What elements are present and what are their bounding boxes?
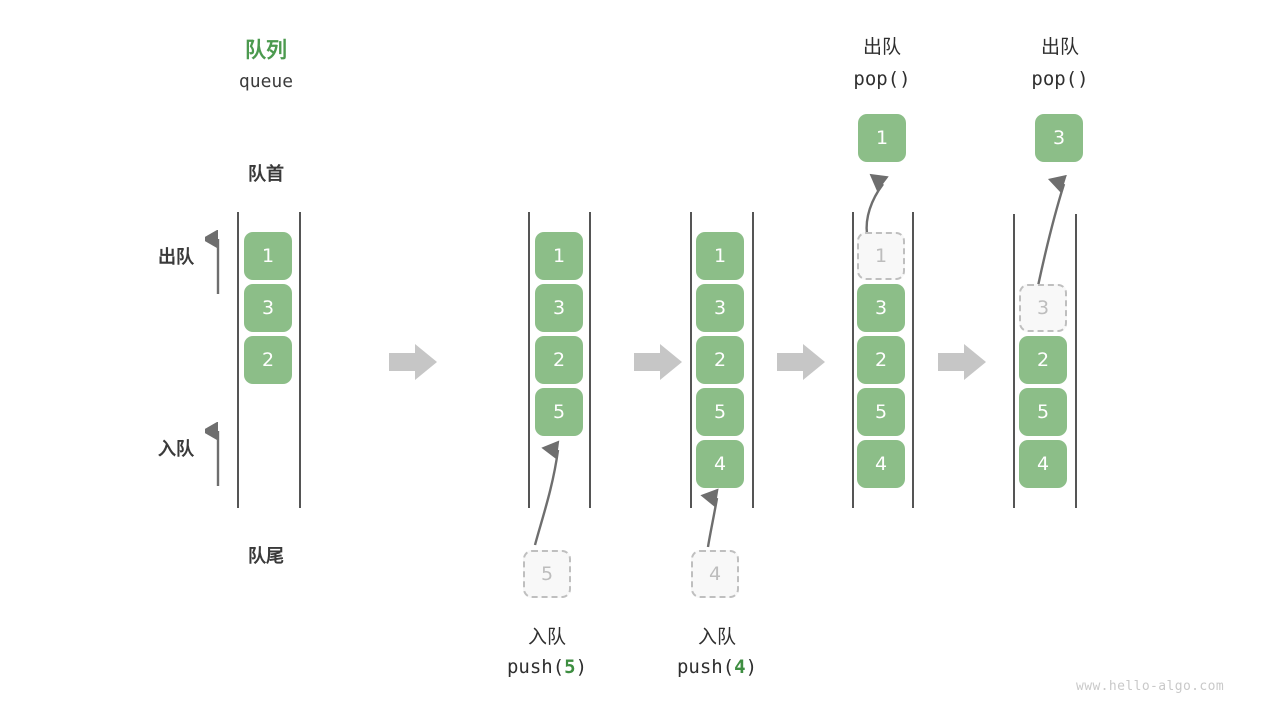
queue-cell: 5 [696, 388, 744, 436]
rail-left [1013, 214, 1015, 508]
queue-cell: 1 [535, 232, 583, 280]
rail-left [528, 212, 530, 508]
queue-cell: 2 [696, 336, 744, 384]
pop-arrow-icon [865, 173, 889, 235]
queue-cell: 5 [1019, 388, 1067, 436]
op-code-prefix: push( [506, 656, 565, 678]
push-arrow-icon [700, 488, 719, 548]
rail-right [1075, 214, 1077, 508]
queue-rear-label: 队尾 [248, 546, 284, 567]
queue-cell: 1 [244, 232, 292, 280]
popped-cell: 3 [1035, 114, 1083, 162]
queue-cell: 2 [857, 336, 905, 384]
rail-right [752, 212, 754, 508]
op-code-suffix: ) [575, 656, 588, 678]
enqueue-direction-arrow-icon [205, 422, 220, 486]
step-arrow-1-icon [389, 344, 437, 380]
step-4-op-label: 出队 [862, 36, 901, 58]
queue-front-label: 队首 [248, 164, 284, 185]
op-code-arg: 4 [734, 656, 746, 678]
enqueue-direction-label: 入队 [158, 439, 194, 460]
step-5-op-code: pop() [1031, 68, 1089, 90]
diagram-title-cn: 队列 [245, 38, 287, 62]
step-arrow-2-icon [634, 344, 682, 380]
incoming-ghost-cell: 4 [691, 550, 739, 598]
step-5-op-label: 出队 [1040, 36, 1079, 58]
queue-cell: 4 [1019, 440, 1067, 488]
queue-cell: 3 [857, 284, 905, 332]
vacated-ghost-cell: 3 [1019, 284, 1067, 332]
rail-right [589, 212, 591, 508]
step-4-op-code: pop() [853, 68, 911, 90]
op-code-arg: 5 [564, 656, 576, 678]
vacated-ghost-cell: 1 [857, 232, 905, 280]
queue-cell: 3 [244, 284, 292, 332]
popped-cell: 1 [858, 114, 906, 162]
step-2-op-code: push(5) [487, 656, 607, 678]
rail-right [299, 212, 301, 508]
op-code-suffix: ) [745, 656, 758, 678]
step-2-op-label: 入队 [527, 626, 566, 648]
rail-left [237, 212, 239, 508]
queue-cell: 5 [857, 388, 905, 436]
site-watermark: www.hello-algo.com [1076, 679, 1225, 694]
step-arrow-3-icon [777, 344, 825, 380]
queue-cell: 2 [244, 336, 292, 384]
queue-cell-new: 5 [535, 388, 583, 436]
queue-cell: 2 [535, 336, 583, 384]
queue-cell: 4 [857, 440, 905, 488]
queue-cell-new: 4 [696, 440, 744, 488]
queue-cell: 3 [696, 284, 744, 332]
rail-left [852, 212, 854, 508]
queue-cell: 1 [696, 232, 744, 280]
dequeue-direction-label: 出队 [158, 247, 194, 268]
queue-cell: 3 [535, 284, 583, 332]
dequeue-direction-arrow-icon [205, 230, 220, 294]
step-3-op-label: 入队 [697, 626, 736, 648]
diagram-title-en: queue [238, 71, 294, 92]
op-code-prefix: push( [676, 656, 735, 678]
queue-cell: 2 [1019, 336, 1067, 384]
incoming-ghost-cell: 5 [523, 550, 571, 598]
pop-arrow-icon [1036, 174, 1067, 287]
rail-right [912, 212, 914, 508]
rail-left [690, 212, 692, 508]
push-arrow-icon [533, 440, 560, 546]
step-3-op-code: push(4) [657, 656, 777, 678]
step-arrow-4-icon [938, 344, 986, 380]
